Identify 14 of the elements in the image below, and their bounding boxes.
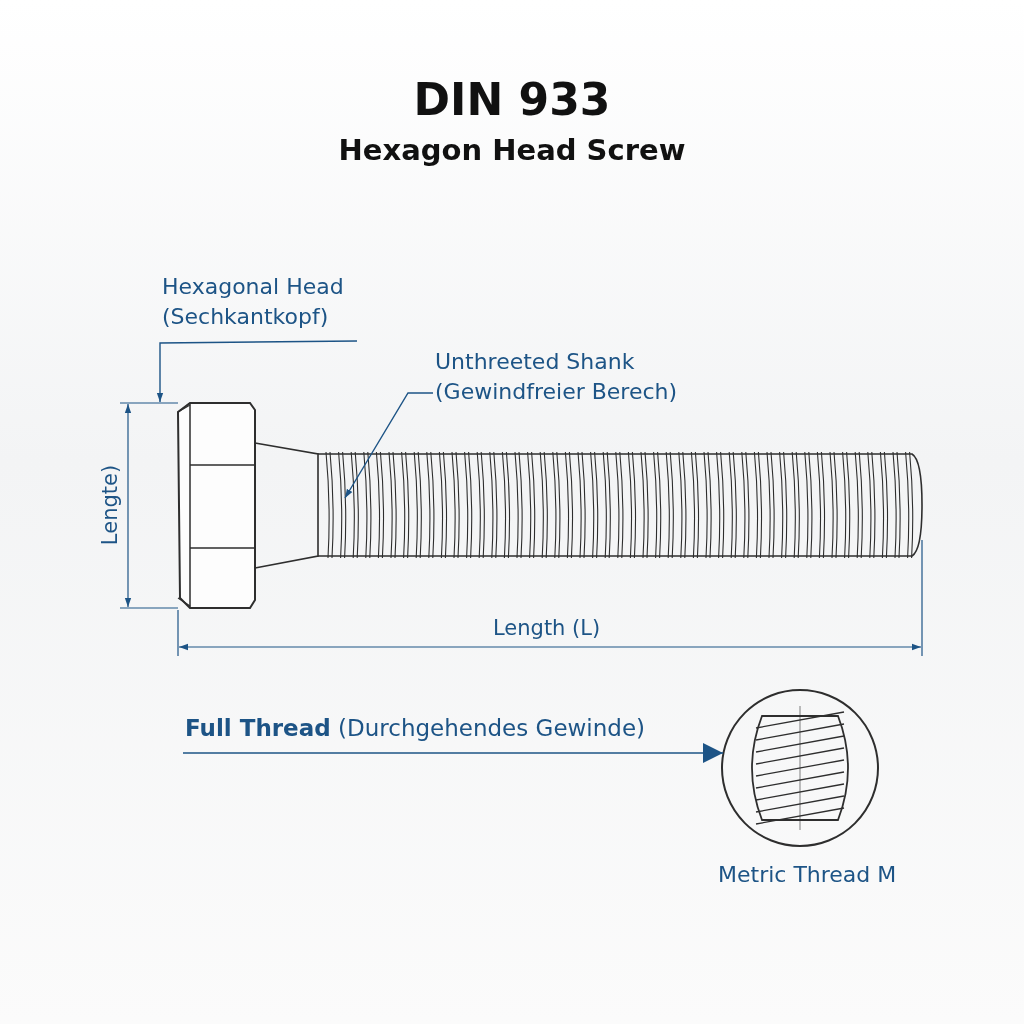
callout-label: Unthreeted Shank (Gewindfreier Berech) [435, 347, 735, 407]
callout-label: Full Thread (Durchgehendes Gewinde) [185, 713, 705, 743]
thread-detail-drawing [721, 689, 879, 847]
detail-caption: Metric Thread M [718, 861, 897, 889]
leader-line [182, 743, 724, 763]
dimension-label: Lengte) [97, 463, 123, 548]
dimension-label: Length (L) [493, 615, 601, 642]
threaded-shank-drawing [254, 442, 923, 569]
leader-line [156, 340, 358, 403]
callout-label: Hexagonal Head (Sechkantkopf) [162, 272, 387, 332]
title: DIN 933 [412, 73, 612, 127]
leader-line [344, 392, 434, 499]
subtitle: Hexagon Head Screw [337, 132, 687, 169]
hex-head-drawing [177, 402, 256, 609]
